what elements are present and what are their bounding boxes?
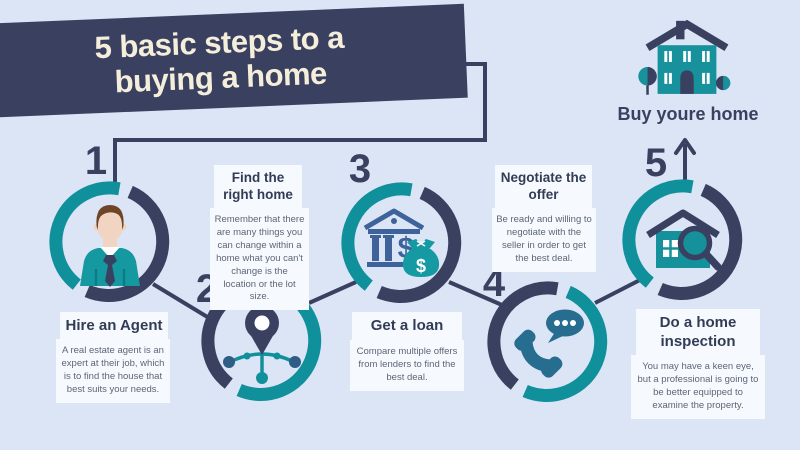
- ring-teal-arc: [622, 179, 694, 288]
- ring-navy-arc: [84, 185, 170, 302]
- door: [680, 70, 694, 94]
- ring-navy-arc: [487, 281, 559, 390]
- step-number-1: 1: [84, 139, 108, 183]
- phone-handset: [514, 329, 563, 378]
- window-mullions: [667, 51, 707, 84]
- step3-step4-connector: [448, 280, 503, 307]
- svg-text:$: $: [416, 256, 426, 276]
- phone-chat-icon: [514, 309, 584, 378]
- bank-loan-icon: $ $: [363, 208, 440, 277]
- ring-teal-arc: [341, 182, 413, 291]
- step4-step5-connector: [594, 278, 641, 305]
- home-inspection-icon: [646, 209, 722, 271]
- step3-description: Compare multiple offers from lenders to …: [350, 340, 464, 391]
- step-number-4: 4: [482, 261, 506, 305]
- goal-label: Buy youre home: [617, 104, 759, 124]
- step5-title: Do a home inspection: [636, 309, 760, 357]
- roof: [645, 20, 729, 51]
- up-arrow-icon: [674, 138, 696, 180]
- step2-title: Find the right home: [214, 165, 302, 209]
- ring-teal-arc: [522, 285, 608, 402]
- step2-step3-connector: [308, 280, 357, 305]
- location-pin-network-icon: [223, 306, 301, 384]
- step4-description: Be ready and willing to negotiate with t…: [492, 208, 596, 272]
- step3-title: Get a loan: [352, 312, 462, 341]
- step3-circle: $ $: [341, 182, 462, 303]
- right-tree: [715, 75, 731, 91]
- ring-teal-arc: [49, 181, 121, 290]
- house-icon: [638, 20, 731, 95]
- step1-title: Hire an Agent: [60, 312, 168, 341]
- ring-navy-arc: [657, 183, 743, 300]
- step1-circle: [49, 181, 170, 302]
- step-number-5: 5: [644, 141, 668, 185]
- left-tree: [638, 67, 657, 95]
- step5-circle: [622, 179, 743, 300]
- banner-to-step1-connector: [113, 62, 487, 185]
- money-bag: $: [402, 239, 440, 277]
- step4-title: Negotiate the offer: [495, 165, 592, 209]
- step5-description: You may have a keen eye, but a professio…: [631, 355, 765, 419]
- banner-title-line2: buying a home: [113, 55, 328, 100]
- step2-description: Remember that there are many things you …: [210, 208, 309, 311]
- step4-circle: [487, 281, 608, 402]
- magnifier: [677, 225, 722, 271]
- step2-circle: [201, 280, 322, 401]
- chat-bubble: [546, 309, 584, 343]
- step1-description: A real estate agent is an expert at thei…: [56, 339, 170, 403]
- step-number-3: 3: [348, 147, 372, 191]
- step1-step2-connector: [151, 282, 216, 323]
- agent-icon: [80, 205, 140, 287]
- ring-navy-arc: [376, 186, 462, 303]
